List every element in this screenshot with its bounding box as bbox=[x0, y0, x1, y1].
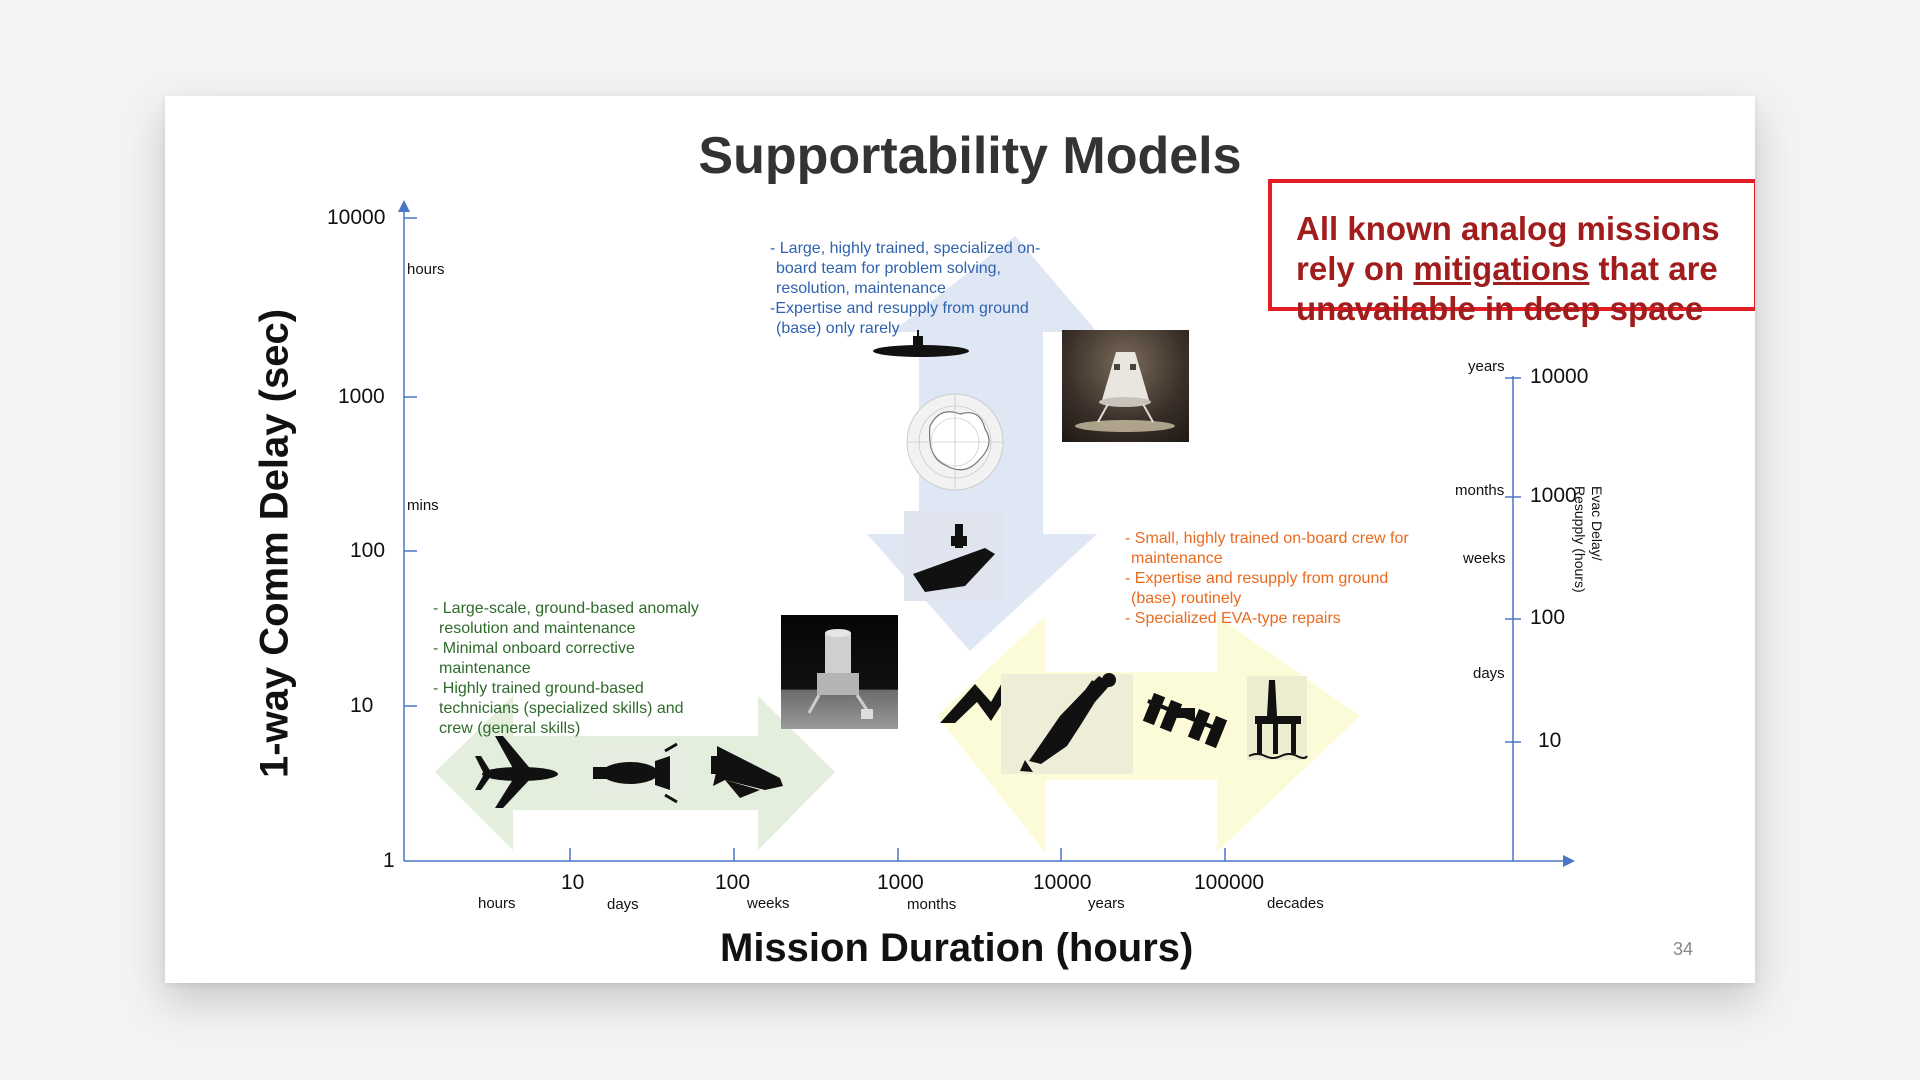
blue-note-line: board team for problem solving, bbox=[776, 260, 1001, 277]
y-axis-title: 1-way Comm Delay (sec) bbox=[252, 308, 297, 779]
y-unit-label: mins bbox=[407, 497, 439, 514]
green-note-line: - Minimal onboard corrective bbox=[433, 640, 635, 657]
right-axis-title-line2: Resupply (hours) bbox=[1572, 486, 1588, 593]
right-axis-title-line1: Evac Delay/ bbox=[1589, 486, 1605, 561]
lunar-lander-icon bbox=[585, 742, 685, 804]
y-axis-arrowhead bbox=[398, 200, 410, 212]
capsule-photo bbox=[1062, 330, 1189, 442]
lunar-habitat-photo bbox=[781, 615, 898, 729]
x-axis-arrowhead bbox=[1563, 855, 1575, 867]
airplane-icon bbox=[475, 736, 558, 808]
y-tick-label: 100 bbox=[350, 539, 386, 562]
green-note-line: crew (general skills) bbox=[439, 720, 581, 737]
orange-note: - Small, highly trained on-board crew fo… bbox=[1125, 529, 1409, 629]
right-unit-label: years bbox=[1468, 358, 1505, 375]
x-tick-label: 10 bbox=[561, 871, 585, 894]
green-note: - Large-scale, ground-based anomaly reso… bbox=[433, 599, 699, 739]
y-tick-label: 1000 bbox=[338, 385, 385, 408]
orange-note-line: - Specialized EVA-type repairs bbox=[1125, 610, 1341, 627]
space-shuttle-icon bbox=[711, 746, 783, 798]
callout-line-1: All known analog missions bbox=[1296, 210, 1720, 247]
x-unit-label: decades bbox=[1267, 895, 1324, 912]
x-ticks bbox=[569, 848, 1226, 861]
right-unit-label: weeks bbox=[1463, 550, 1506, 567]
y-tick-label: 10000 bbox=[327, 206, 386, 229]
y-tick-label: 1 bbox=[383, 849, 395, 872]
x-tick-label: 100000 bbox=[1194, 871, 1265, 894]
green-note-line: - Large-scale, ground-based anomaly bbox=[433, 600, 699, 617]
aircraft-carrier-icon bbox=[904, 511, 1004, 601]
slide-title: Supportability Models bbox=[698, 127, 1242, 185]
callout-line-3: unavailable in deep space bbox=[1296, 290, 1704, 327]
orange-note-line: - Small, highly trained on-board crew fo… bbox=[1125, 530, 1409, 547]
x-tick-label: 100 bbox=[715, 871, 751, 894]
green-note-line: technicians (specialized skills) and bbox=[439, 700, 684, 717]
x-unit-label: days bbox=[607, 896, 639, 913]
blue-note-line: -Expertise and resupply from ground bbox=[770, 300, 1029, 317]
right-axis-title: Evac Delay/ Resupply (hours) bbox=[1571, 486, 1605, 616]
right-tick-label: 1000 bbox=[1530, 484, 1577, 507]
x-unit-label: years bbox=[1088, 895, 1125, 912]
y-unit-label: hours bbox=[407, 261, 445, 278]
right-tick-label: 100 bbox=[1530, 606, 1566, 629]
oil-rig-icon bbox=[1247, 676, 1308, 760]
blue-note-line: - Large, highly trained, specialized on- bbox=[770, 240, 1041, 257]
x-unit-label: months bbox=[907, 896, 957, 913]
x-tick-label: 10000 bbox=[1033, 871, 1092, 894]
right-ticks bbox=[1505, 377, 1521, 743]
callout-line-2: rely on mitigations that are bbox=[1296, 249, 1754, 289]
orange-note-line: maintenance bbox=[1131, 550, 1223, 567]
antarctica-map-icon bbox=[906, 393, 1004, 491]
x-unit-label: hours bbox=[478, 895, 516, 912]
blue-note-line: (base) only rarely bbox=[776, 320, 900, 337]
blue-note-line: resolution, maintenance bbox=[776, 280, 946, 297]
x-unit-label: weeks bbox=[747, 895, 790, 912]
y-ticks bbox=[404, 217, 417, 707]
green-note-line: - Highly trained ground-based bbox=[433, 680, 644, 697]
callout-line-2-pre: rely on bbox=[1296, 250, 1414, 287]
orange-note-line: - Expertise and resupply from ground bbox=[1125, 570, 1389, 587]
x-tick-label: 1000 bbox=[877, 871, 924, 894]
green-note-line: maintenance bbox=[439, 660, 531, 677]
callout-box: All known analog missions rely on mitiga… bbox=[1268, 179, 1755, 327]
callout-line-2-post: that are bbox=[1589, 250, 1718, 287]
right-unit-label: days bbox=[1473, 665, 1505, 682]
submarine-icon bbox=[873, 330, 969, 357]
y-tick-label: 10 bbox=[350, 694, 374, 717]
space-station-icon bbox=[1142, 692, 1228, 749]
right-tick-label: 10000 bbox=[1530, 365, 1589, 388]
blue-note: - Large, highly trained, specialized on-… bbox=[770, 239, 1040, 339]
slide: Supportability Models All known analog m… bbox=[165, 96, 1755, 983]
right-unit-label: months bbox=[1455, 482, 1505, 499]
diagram-canvas bbox=[398, 200, 1575, 867]
callout-mitigations-link[interactable]: mitigations bbox=[1413, 250, 1590, 287]
green-note-line: resolution and maintenance bbox=[439, 620, 636, 637]
orange-note-line: (base) routinely bbox=[1131, 590, 1242, 607]
right-tick-label: 10 bbox=[1538, 729, 1562, 752]
x-axis-title: Mission Duration (hours) bbox=[720, 926, 1194, 970]
scuba-diver-icon bbox=[1001, 673, 1133, 774]
page-number: 34 bbox=[1673, 939, 1694, 959]
